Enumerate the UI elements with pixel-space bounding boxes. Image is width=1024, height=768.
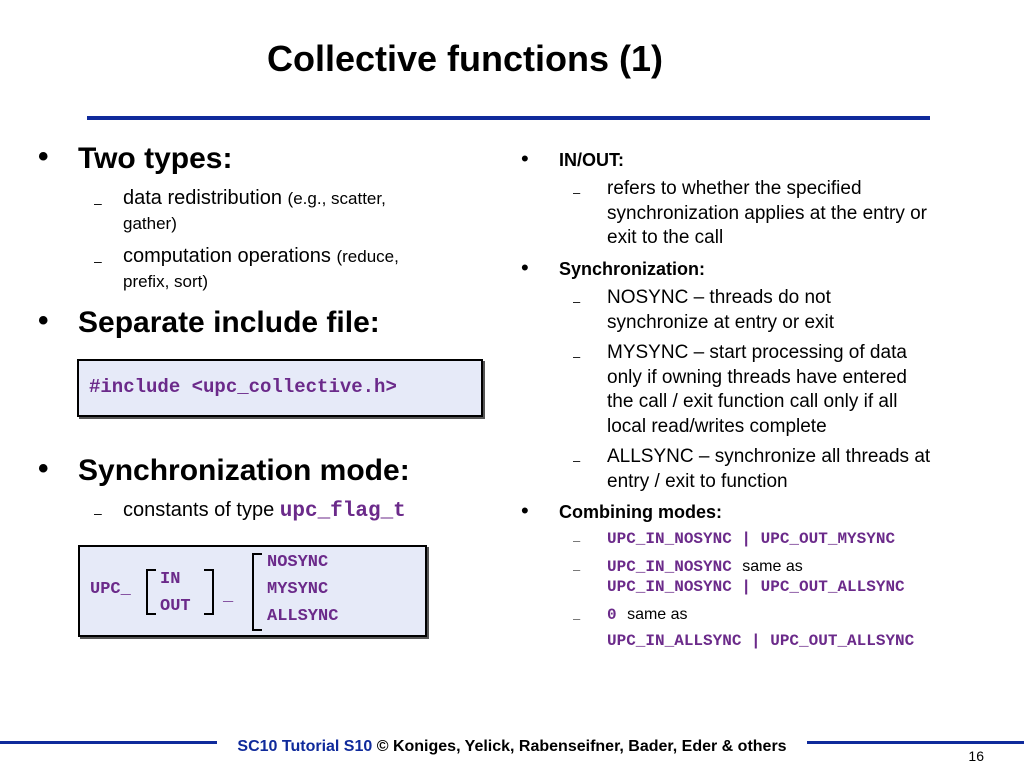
- dash-icon: –: [573, 453, 581, 468]
- sub-main-text: constants of type: [123, 499, 275, 521]
- text-line: exit to the call: [607, 227, 724, 248]
- nosync-description: NOSYNC – threads do not synchronize at e…: [607, 286, 834, 335]
- dash-icon: –: [573, 294, 581, 309]
- combine-code-equivalent: UPC_IN_ALLSYNC | UPC_OUT_ALLSYNC: [607, 632, 915, 650]
- text-line: only if owning threads have entered: [607, 366, 907, 388]
- text-line: MYSYNC – start processing of data: [607, 342, 907, 363]
- text-line: refers to whether the specified: [607, 178, 862, 199]
- brace-open-icon: [146, 569, 156, 615]
- text-line: entry / exit to function: [607, 470, 788, 492]
- sub-constants: constants of type upc_flag_t: [123, 498, 406, 524]
- combine-same-as: same as: [742, 558, 803, 575]
- text-line: ALLSYNC – synchronize all threads at: [607, 446, 931, 467]
- combine-example-1: UPC_IN_NOSYNC | UPC_OUT_MYSYNC: [607, 530, 896, 548]
- bullet-icon: •: [38, 140, 49, 173]
- bullet-icon: •: [38, 452, 49, 485]
- diagram-in: IN: [160, 570, 181, 589]
- dash-icon: –: [573, 611, 581, 626]
- diagram-upc-prefix: UPC_: [90, 580, 131, 599]
- flag-type-code: upc_flag_t: [279, 500, 406, 523]
- sub-main-text: data redistribution: [123, 187, 282, 209]
- include-code-box: #include <upc_collective.h>: [77, 359, 483, 417]
- combine-example-2: UPC_IN_NOSYNC same as UPC_IN_NOSYNC | UP…: [607, 558, 905, 596]
- sub-example-text-cont: prefix, sort): [123, 272, 209, 291]
- mysync-description: MYSYNC – start processing of data only i…: [607, 341, 907, 439]
- include-code: #include <upc_collective.h>: [89, 376, 397, 398]
- dash-icon: –: [573, 562, 581, 577]
- diagram-separator: _: [223, 587, 234, 606]
- combine-code: UPC_IN_NOSYNC: [607, 558, 732, 576]
- bullet-two-types: Two types:: [78, 142, 233, 175]
- bullet-sync-mode: Synchronization mode:: [78, 454, 410, 487]
- sub-computation-operations: computation operations (reduce, prefix, …: [123, 244, 399, 294]
- sub-main-text: computation operations: [123, 245, 331, 267]
- text-line: synchronize at entry or exit: [607, 311, 835, 333]
- bullet-icon: •: [521, 146, 529, 171]
- heading-synchronization: Synchronization:: [559, 259, 706, 279]
- title-divider: [87, 116, 930, 120]
- sync-mode-diagram: UPC_ IN OUT _ NOSYNC MYSYNC ALLSYNC: [78, 545, 427, 637]
- footer-tutorial-link[interactable]: SC10 Tutorial S10: [237, 738, 373, 755]
- dash-icon: –: [573, 533, 581, 548]
- dash-icon: –: [94, 253, 102, 269]
- combine-example-3: 0 same as UPC_IN_ALLSYNC | UPC_OUT_ALLSY…: [607, 606, 914, 650]
- bullet-include-file: Separate include file:: [78, 306, 380, 339]
- slide-title: Collective functions (1): [266, 38, 664, 79]
- allsync-description: ALLSYNC – synchronize all threads at ent…: [607, 445, 930, 494]
- combine-same-as: same as: [627, 606, 688, 623]
- brace-close-icon: [204, 569, 214, 615]
- text-line: synchronization applies at the entry or: [607, 202, 928, 224]
- sub-data-redistribution: data redistribution (e.g., scatter, gath…: [123, 186, 386, 236]
- text-line: the call / exit function call only if al…: [607, 391, 898, 412]
- brace-open-icon: [252, 553, 262, 631]
- page-number: 16: [968, 748, 984, 764]
- sub-example-text: (e.g., scatter,: [287, 189, 386, 208]
- footer-authors: © Koniges, Yelick, Rabenseifner, Bader, …: [372, 738, 787, 755]
- combine-code-equivalent: UPC_IN_NOSYNC | UPC_OUT_ALLSYNC: [607, 578, 905, 596]
- bullet-icon: •: [521, 255, 529, 280]
- diagram-out: OUT: [160, 597, 191, 616]
- combine-code: 0: [607, 606, 617, 624]
- bullet-icon: •: [521, 498, 529, 523]
- dash-icon: –: [573, 349, 581, 364]
- sub-example-text-cont: gather): [123, 214, 177, 233]
- text-line: local read/writes complete: [607, 415, 827, 437]
- heading-in-out: IN/OUT:: [559, 150, 624, 170]
- dash-icon: –: [573, 185, 581, 200]
- heading-combining-modes: Combining modes:: [559, 502, 722, 522]
- diagram-allsync: ALLSYNC: [267, 607, 339, 626]
- in-out-description: refers to whether the specified synchron…: [607, 177, 927, 251]
- diagram-mysync: MYSYNC: [267, 580, 329, 599]
- sub-example-text: (reduce,: [336, 247, 399, 266]
- dash-icon: –: [94, 195, 102, 211]
- diagram-nosync: NOSYNC: [267, 553, 329, 572]
- footer-credits: SC10 Tutorial S10 © Koniges, Yelick, Rab…: [217, 738, 807, 756]
- text-line: NOSYNC – threads do not: [607, 287, 831, 308]
- dash-icon: –: [94, 505, 102, 521]
- bullet-icon: •: [38, 304, 49, 337]
